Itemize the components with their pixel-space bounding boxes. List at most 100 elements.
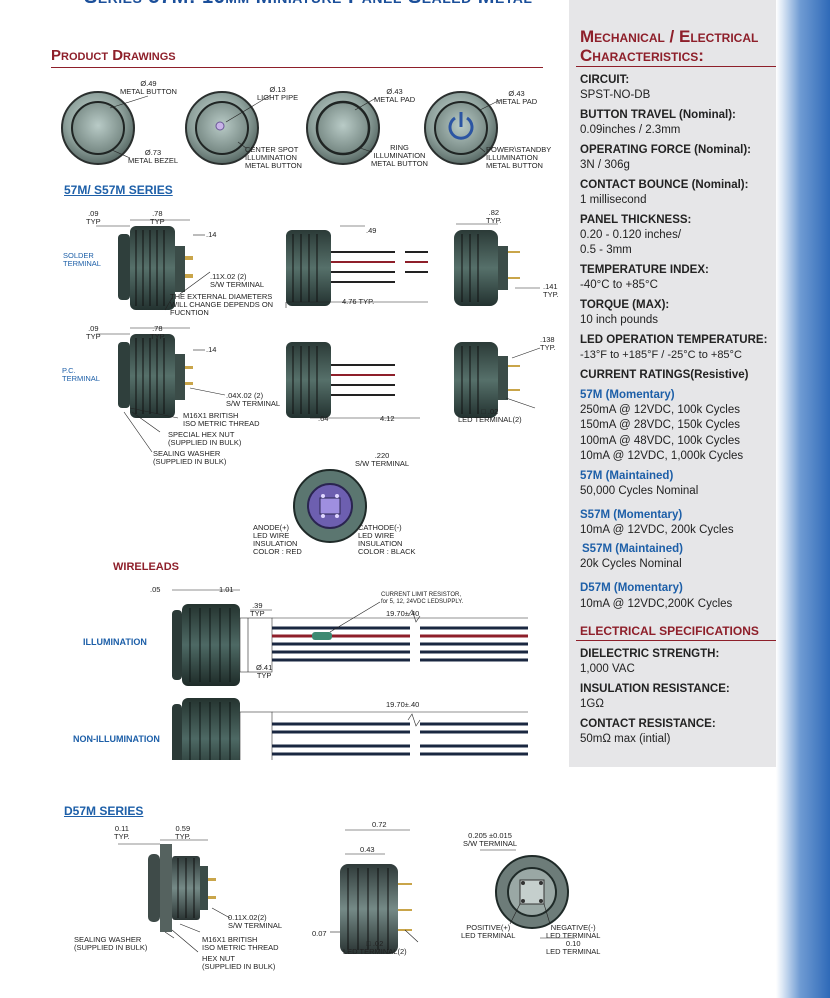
dim-05: .05 xyxy=(150,585,161,594)
spec-d57m-momentary-title: D57M (Momentary) xyxy=(580,582,683,594)
spec-contact-res-value: 50mΩ max (intial) xyxy=(580,733,671,745)
wired-view-top xyxy=(286,230,428,306)
spec-57m-momentary-line: 10mA @ 12VDC, 1,000k Cycles xyxy=(580,450,744,462)
dim-78-typ-pc: .78 TYP xyxy=(150,324,165,341)
spec-57m-momentary-line: 100mA @ 48VDC, 100k Cycles xyxy=(580,435,740,447)
electrical-specs-title: ELECTRICAL SPECIFICATIONS xyxy=(580,624,759,638)
spec-torque-label: TORQUE (MAX): xyxy=(580,299,670,311)
sealing-washer-label: SEALING WASHER (SUPPLIED IN BULK) xyxy=(153,449,227,466)
d57m-end-view xyxy=(495,855,569,929)
spec-s57m-momentary-line: 10mA @ 12VDC, 200k Cycles xyxy=(580,524,734,536)
pc-terminal-label: P.C. TERMINAL xyxy=(62,366,100,383)
spec-torque-value: 10 inch pounds xyxy=(580,314,659,326)
dim-141-typ: .141 TYP. xyxy=(543,282,559,299)
spec-contact-res-label: CONTACT RESISTANCE: xyxy=(580,718,716,730)
spec-s57m-maintained-line: 20k Cycles Nominal xyxy=(580,558,682,570)
negative-terminal-label: NEGATIVE(-) LED TERMINAL xyxy=(546,923,601,940)
wireleads-drawing xyxy=(172,589,528,760)
wired-view-bottom xyxy=(286,342,395,418)
solder-side-view xyxy=(118,226,193,310)
dim-82-typ: .82 TYP. xyxy=(486,208,502,225)
dim-11x02: .11X.02 (2) S/W TERMINAL xyxy=(210,272,265,289)
spec-title-rule xyxy=(576,66,776,67)
dim-1970-illum: 19.70±.40 xyxy=(386,609,420,618)
d57m-m16-label: M16X1 BRITISH ISO METRIC THREAD xyxy=(202,935,279,952)
dim-220: .220 S/W TERMINAL xyxy=(355,451,410,468)
spec-dielectric-label: DIELECTRIC STRENGTH: xyxy=(580,648,720,660)
series-d57m-link[interactable]: D57M SERIES xyxy=(64,804,144,818)
dim-043: 0.43 xyxy=(360,845,375,854)
spec-panel-value: 0.20 - 0.120 inches/ xyxy=(580,229,682,241)
spec-temp-value: -40°C to +85°C xyxy=(580,279,658,291)
series-57m-link[interactable]: 57M/ S57M SERIES xyxy=(64,183,173,197)
dim-64: .64 xyxy=(318,414,329,423)
spec-dielectric-value: 1,000 VAC xyxy=(580,663,635,675)
spec-s57m-maintained-title: S57M (Maintained) xyxy=(582,543,683,555)
btn2-top-label: Ø.13 LIGHT PIPE xyxy=(257,85,299,102)
dim-011-typ: 0.11 TYP. xyxy=(114,824,130,841)
illumination-wirelead xyxy=(172,604,528,686)
d57m-hex-nut-label: HEX NUT (SUPPLIED IN BULK) xyxy=(202,954,276,971)
spec-insulation-value: 1GΩ xyxy=(580,698,604,710)
cathode-label: CATHODE(-) LED WIRE INSULATION COLOR : B… xyxy=(358,523,416,556)
spec-57m-momentary-line: 250mA @ 12VDC, 100k Cycles xyxy=(580,404,740,416)
electrical-title-rule xyxy=(576,640,776,641)
button-faces-drawing xyxy=(61,91,501,165)
d57m-front-view xyxy=(340,864,412,954)
d57m-washer-label: SEALING WASHER (SUPPLIED IN BULK) xyxy=(74,935,148,952)
spec-current-ratings: CURRENT RATINGS(Resistive) xyxy=(580,369,749,381)
series-title: Series 57M: 16mm Miniature Panel Sealed … xyxy=(84,0,532,9)
dim-49: .49 xyxy=(366,226,377,235)
dim-1970-nonillum: 19.70±.40 xyxy=(386,700,420,709)
dim-41-typ: Ø.41 TYP xyxy=(256,663,273,680)
spec-force-value: 3N / 306g xyxy=(580,159,630,171)
button-face-power xyxy=(424,91,498,165)
spec-57m-momentary-line: 150mA @ 28VDC, 150k Cycles xyxy=(580,419,740,431)
non-illumination-label: NON-ILLUMINATION xyxy=(73,734,160,744)
d57m-led-terminal-label: □ .02 LED TERMINAL(2) xyxy=(343,939,407,956)
spec-led-temp-label: LED OPERATION TEMPERATURE: xyxy=(580,334,768,346)
btn2-bottom-label: CENTER SPOT ILLUMINATION METAL BUTTON xyxy=(245,145,302,170)
dim-007: 0.07 xyxy=(312,929,327,938)
dim-14: .14 xyxy=(206,230,217,239)
spec-travel-label: BUTTON TRAVEL (Nominal): xyxy=(580,109,736,121)
end-view-bottom xyxy=(454,342,520,418)
external-diameter-note: THE EXTERNAL DIAMETERS WILL CHANGE DEPEN… xyxy=(170,292,274,317)
button-face-metal xyxy=(61,91,135,165)
spec-bounce-value: 1 millisecond xyxy=(580,194,647,206)
spec-panel-value2: 0.5 - 3mm xyxy=(580,244,632,256)
spec-circuit-label: CIRCUIT: xyxy=(580,74,630,86)
dim-072: 0.72 xyxy=(372,820,387,829)
positive-terminal-label: POSITIVE(+) LED TERMINAL xyxy=(461,923,516,940)
dim-78-typ: .78 TYP xyxy=(150,209,165,226)
dim-0205: 0.205 ±0.015 S/W TERMINAL xyxy=(463,831,518,848)
m16-thread-label: M16X1 BRITISH ISO METRIC THREAD xyxy=(183,411,260,428)
anode-label: ANODE(+) LED WIRE INSULATION COLOR : RED xyxy=(253,523,302,556)
spec-temp-label: TEMPERATURE INDEX: xyxy=(580,264,709,276)
spec-57m-maintained-line: 50,000 Cycles Nominal xyxy=(580,485,699,497)
dim-09-typ-pc: .09 TYP xyxy=(86,324,101,341)
spec-bounce-label: CONTACT BOUNCE (Nominal): xyxy=(580,179,749,191)
resistor-note: CURRENT LIMIT RESISTOR, for 5, 12, 24VDC… xyxy=(381,592,464,605)
special-hex-nut-label: SPECIAL HEX NUT (SUPPLIED IN BULK) xyxy=(168,430,242,447)
pc-side-view xyxy=(118,334,193,418)
btn3-top-label: Ø.43 METAL PAD xyxy=(374,87,416,104)
spec-panel-label: PANEL THICKNESS: xyxy=(580,214,692,226)
btn3-bottom-label: RING ILLUMINATION METAL BUTTON xyxy=(371,143,428,168)
spec-circuit-value: SPST-NO-DB xyxy=(580,89,651,101)
spec-57m-maintained-title: 57M (Maintained) xyxy=(580,470,674,482)
dim-011x02: 0.11X.02(2) S/W TERMINAL xyxy=(228,913,283,930)
57m-drawings xyxy=(96,219,541,453)
btn1-top-label: Ø.49 METAL BUTTON xyxy=(120,79,177,96)
product-drawings-rule xyxy=(51,67,543,68)
d57m-side-view xyxy=(148,844,216,932)
spec-s57m-momentary-title: S57M (Momentary) xyxy=(580,509,683,521)
product-drawings-title: Product Drawings xyxy=(51,47,176,64)
spec-led-temp-value: -13°F to +185°F / -25°C to +85°C xyxy=(580,349,742,361)
btn4-top-label: Ø.43 METAL PAD xyxy=(496,89,538,106)
wireleads-title: WIRELEADS xyxy=(113,561,179,573)
btn4-bottom-label: POWER\STANDBY ILLUMINATION METAL BUTTON xyxy=(486,145,552,170)
dim-14-pc: .14 xyxy=(206,345,217,354)
btn1-bottom-label: Ø.73 METAL BEZEL xyxy=(128,148,179,165)
spec-title: Mechanical / Electrical Characteristics: xyxy=(580,27,759,65)
